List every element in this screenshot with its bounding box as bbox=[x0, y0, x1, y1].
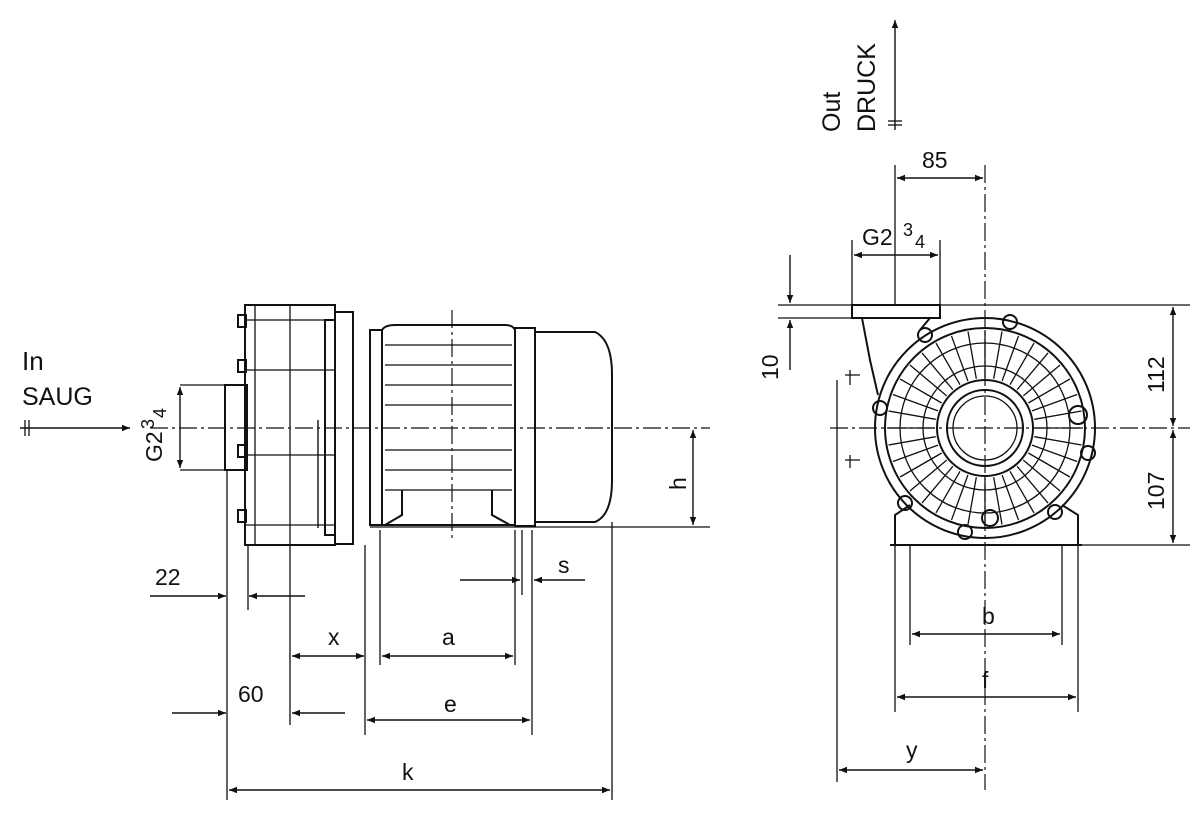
rib bbox=[1001, 335, 1020, 382]
rib bbox=[1027, 452, 1071, 478]
rib bbox=[935, 470, 961, 514]
dim-107: 107 bbox=[1143, 472, 1169, 510]
rib bbox=[1022, 364, 1061, 397]
outlet-thread-den: 4 bbox=[915, 232, 925, 252]
rib bbox=[993, 331, 1003, 379]
side-view: In SAUG G2 3 4 22 x a s 60 e k h bbox=[20, 304, 710, 800]
outlet-thread-label: G2 3 4 bbox=[862, 220, 925, 252]
rib bbox=[1034, 410, 1082, 420]
dim-112: 112 bbox=[1143, 356, 1169, 393]
outlet-label-de: DRUCK bbox=[853, 43, 881, 132]
front-view: Out DRUCK 85 G2 3 4 10 112 107 bbox=[757, 20, 1190, 790]
rib bbox=[921, 352, 954, 391]
rib bbox=[892, 444, 939, 463]
inlet-pipe bbox=[224, 384, 248, 471]
inlet-thread: G2 bbox=[141, 431, 167, 462]
pump-housing bbox=[237, 304, 354, 546]
outlet-label-en: Out bbox=[818, 92, 846, 132]
rib bbox=[967, 331, 977, 379]
dim-y: y bbox=[906, 737, 918, 763]
rib bbox=[1001, 474, 1020, 521]
dim-e: e bbox=[444, 691, 457, 717]
outlet-thread: G2 bbox=[862, 224, 893, 250]
motor bbox=[369, 310, 613, 540]
rib bbox=[1034, 436, 1082, 446]
rib bbox=[888, 436, 936, 446]
rib bbox=[909, 459, 948, 492]
dim-85: 85 bbox=[922, 147, 948, 173]
dim-h: h bbox=[665, 477, 691, 490]
rib bbox=[950, 335, 969, 382]
base bbox=[890, 504, 1082, 546]
inlet-label-en: In bbox=[22, 346, 44, 376]
dim-f: f bbox=[982, 667, 989, 693]
rib bbox=[1027, 378, 1071, 404]
inlet-label-de: SAUG bbox=[22, 383, 93, 411]
rib bbox=[1009, 470, 1035, 514]
dim-10: 10 bbox=[757, 354, 783, 380]
outlet-flange bbox=[851, 304, 941, 319]
dim-k: k bbox=[402, 759, 414, 785]
rib bbox=[1016, 352, 1049, 391]
dim-a: a bbox=[442, 624, 455, 650]
dim-s: s bbox=[558, 552, 570, 578]
rib bbox=[935, 342, 961, 386]
inlet-thread-den: 4 bbox=[150, 408, 170, 418]
rib bbox=[909, 364, 948, 397]
inlet-thread-num: 3 bbox=[138, 419, 158, 429]
rib bbox=[1009, 342, 1035, 386]
dim-60: 60 bbox=[238, 681, 264, 707]
dim-22: 22 bbox=[155, 564, 181, 590]
rib bbox=[899, 452, 943, 478]
rib bbox=[1022, 459, 1061, 492]
rib bbox=[1031, 444, 1078, 463]
rib bbox=[888, 410, 936, 420]
rib bbox=[967, 477, 977, 525]
rib bbox=[1016, 465, 1049, 504]
rib bbox=[950, 474, 969, 521]
rib bbox=[892, 393, 939, 412]
pump-body bbox=[874, 317, 1096, 539]
rib bbox=[921, 465, 954, 504]
rib bbox=[899, 378, 943, 404]
rib bbox=[993, 477, 1003, 525]
outlet-thread-num: 3 bbox=[903, 220, 913, 240]
inlet-thread-label: G2 3 4 bbox=[138, 408, 170, 462]
dim-x: x bbox=[328, 624, 340, 650]
dim-b: b bbox=[982, 603, 995, 629]
rib bbox=[1031, 393, 1078, 412]
